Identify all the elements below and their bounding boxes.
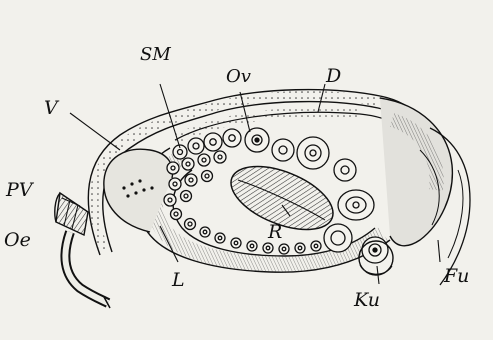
label-sm: SM — [140, 44, 171, 65]
label-r: R — [267, 221, 282, 243]
label-oe: Oe — [4, 229, 31, 251]
label-v: V — [44, 97, 60, 119]
label-l: L — [171, 269, 185, 291]
label-ku: Ku — [353, 289, 380, 311]
label-pv: PV — [5, 179, 35, 201]
label-ov: Ov — [226, 66, 251, 87]
label-fu: Fu — [443, 265, 469, 287]
label-d: D — [325, 65, 341, 87]
